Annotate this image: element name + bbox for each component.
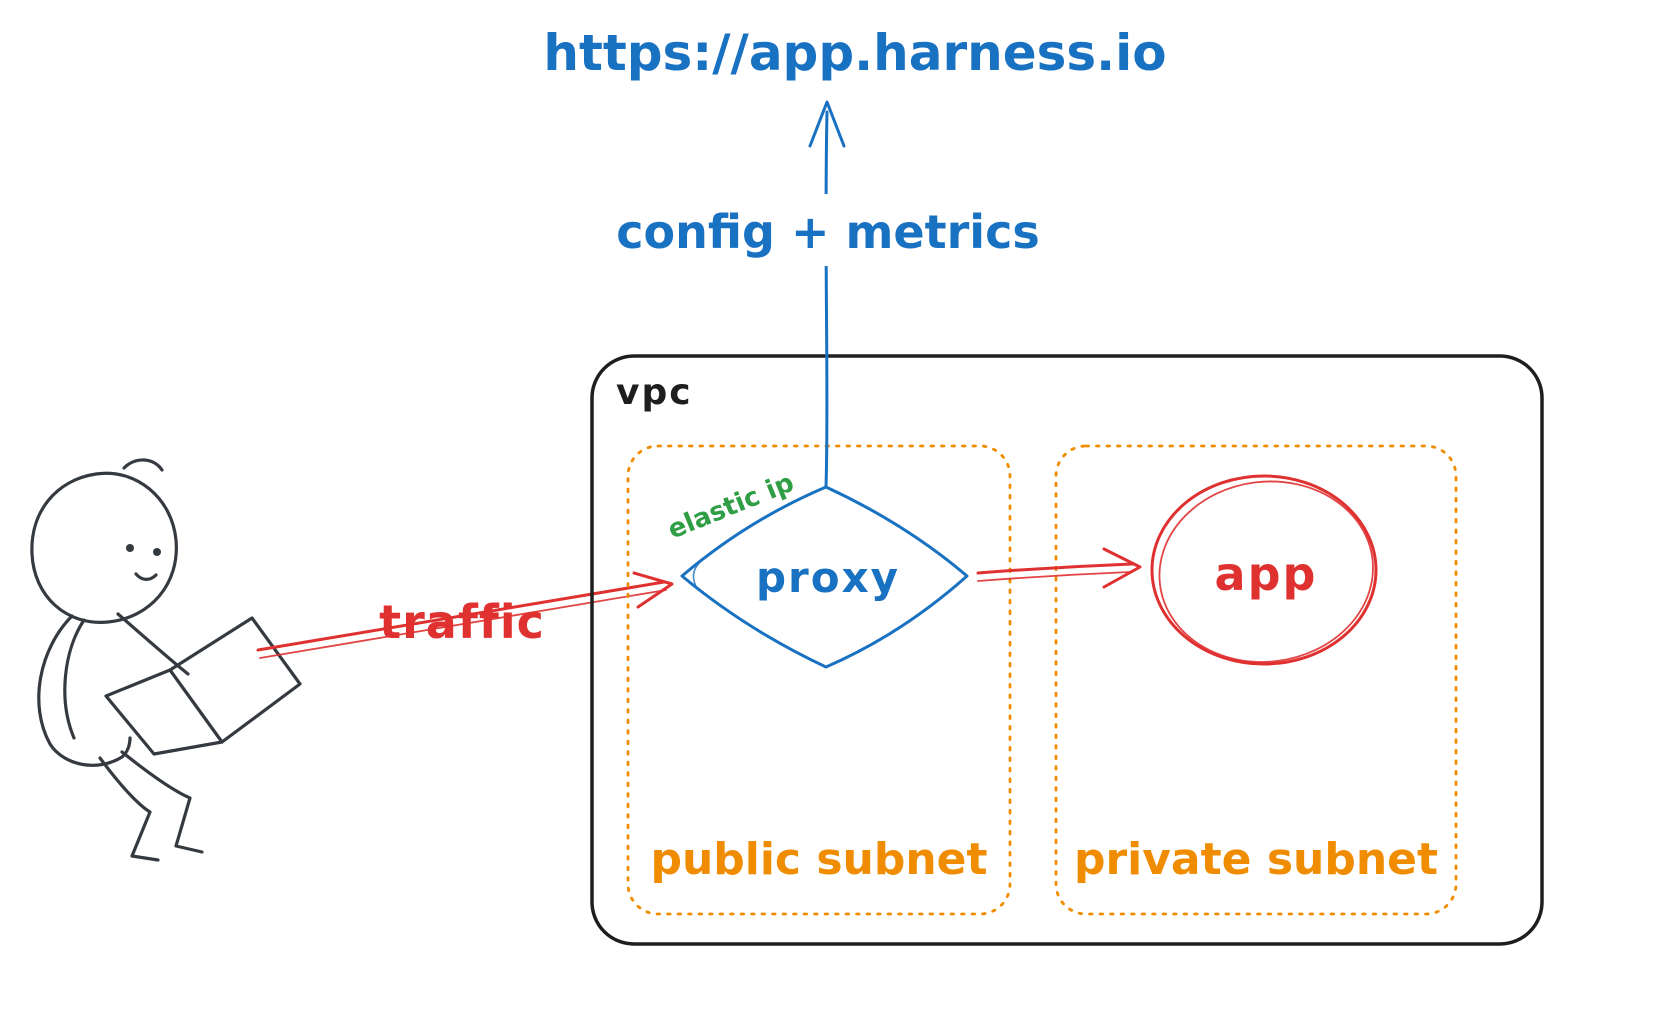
person-eye-left bbox=[126, 544, 134, 552]
config-metrics-label-halo bbox=[616, 194, 1040, 266]
person-eye-right bbox=[153, 548, 161, 556]
vpc-box bbox=[590, 354, 1544, 946]
person-head bbox=[30, 471, 178, 624]
proxy-to-app-line-top bbox=[976, 562, 1134, 575]
config-metrics-arrow-line bbox=[824, 110, 829, 489]
proxy-diamond bbox=[680, 485, 969, 669]
private-subnet-box bbox=[1054, 444, 1458, 916]
app-label: app bbox=[1215, 547, 1318, 601]
config-metrics-arrowhead bbox=[808, 100, 846, 148]
proxy-node: proxy bbox=[680, 485, 969, 669]
proxy-to-app-arrow bbox=[976, 547, 1142, 589]
config-metrics-arrow bbox=[808, 100, 846, 489]
proxy-to-app-line-bottom bbox=[977, 571, 1131, 582]
person-with-laptop-illustration bbox=[30, 458, 302, 862]
person-leg-front bbox=[120, 750, 204, 854]
traffic-arrow bbox=[256, 571, 674, 659]
app-node: app bbox=[1150, 474, 1378, 666]
person-hair bbox=[122, 458, 164, 472]
laptop-screen bbox=[168, 616, 302, 744]
traffic-arrow-line-top bbox=[256, 580, 666, 652]
url-label: https://app.harness.io bbox=[543, 24, 1166, 82]
vpc-label: vpc bbox=[616, 372, 693, 413]
public-subnet-label: public subnet bbox=[650, 834, 987, 885]
app-circle-overdraw bbox=[1158, 480, 1374, 663]
private-subnet-label: private subnet bbox=[1074, 834, 1438, 885]
person-leg-back bbox=[98, 756, 160, 862]
person-arm bbox=[116, 612, 190, 676]
elastic-ip-label: elastic ip bbox=[664, 468, 798, 546]
person-smile bbox=[134, 572, 158, 581]
person-body bbox=[37, 614, 132, 767]
traffic-label: traffic bbox=[379, 595, 545, 649]
config-metrics-label: config + metrics bbox=[616, 205, 1039, 259]
person-body-inner-line bbox=[63, 618, 86, 740]
proxy-diamond-overdraw bbox=[692, 561, 701, 591]
proxy-label: proxy bbox=[756, 553, 900, 602]
app-circle bbox=[1150, 474, 1378, 666]
proxy-to-app-arrowhead bbox=[1102, 547, 1142, 589]
public-subnet-box bbox=[626, 444, 1012, 916]
traffic-arrow-line-bottom bbox=[259, 589, 667, 659]
laptop-keyboard bbox=[104, 668, 224, 756]
traffic-arrowhead bbox=[632, 571, 674, 609]
